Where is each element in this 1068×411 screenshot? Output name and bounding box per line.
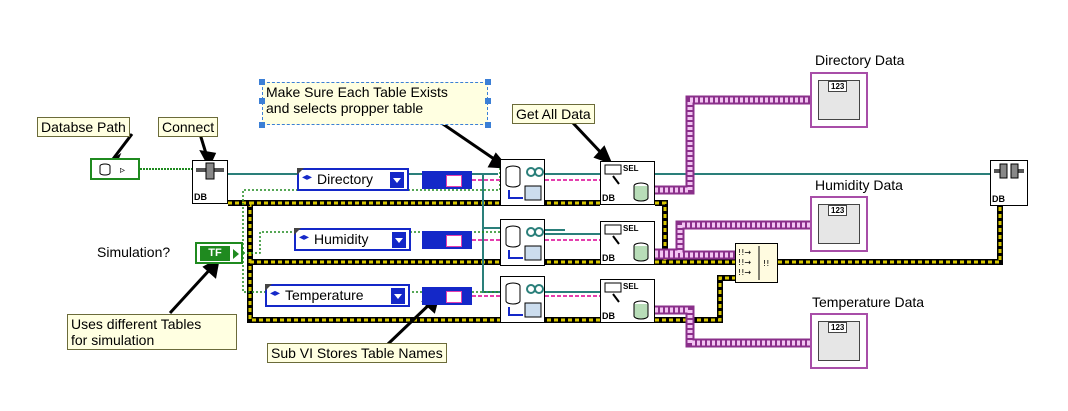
select-icon <box>604 224 649 262</box>
close-connection-vi[interactable]: DB <box>990 160 1028 206</box>
path-icon: ▹ <box>99 163 125 176</box>
simulation-label: Simulation? <box>97 244 171 260</box>
select-icon <box>604 164 649 202</box>
temperature-ring[interactable]: ◂▸ Temperature <box>265 284 410 307</box>
table-name-subvi-temperature[interactable] <box>422 287 472 305</box>
indicator-numeric-tag: 123 <box>828 205 848 216</box>
merge-errors-node[interactable]: !!→ !!→ !!→ !! <box>735 243 778 283</box>
directory-ring[interactable]: ◂▸ Directory <box>297 168 409 191</box>
directory-data-indicator[interactable]: 123 <box>810 72 868 128</box>
humidity-data-label: Humidity Data <box>815 177 903 193</box>
directory-ring-value: Directory <box>317 171 374 187</box>
simulation-boolean-control[interactable]: TF <box>195 242 243 264</box>
uses-tables-line-2: for simulation <box>71 332 155 348</box>
svg-text:!!: !! <box>763 259 769 268</box>
temperature-data-label: Temperature Data <box>812 294 925 310</box>
humidity-data-indicator[interactable]: 123 <box>810 196 868 252</box>
database-path-label: Databse Path <box>37 117 130 137</box>
database-table-icon <box>505 165 544 201</box>
dropdown-arrow-icon[interactable] <box>391 288 405 304</box>
table-exists-vi-humidity[interactable] <box>500 219 545 266</box>
humidity-ring[interactable]: ◂▸ Humidity <box>294 228 411 251</box>
svg-text:!!→: !!→ <box>738 248 751 257</box>
indicator-numeric-tag: 123 <box>828 322 848 333</box>
make-sure-line-2: and selects propper table <box>266 100 424 116</box>
database-table-icon <box>505 225 544 261</box>
connect-vi[interactable]: DB <box>192 160 228 204</box>
select-sel-tag: SEL <box>623 164 639 173</box>
cluster-wires <box>655 95 810 348</box>
temperature-ring-value: Temperature <box>285 287 364 303</box>
connect-label: Connect <box>158 117 219 137</box>
increment-icon[interactable]: ◂▸ <box>270 288 281 299</box>
get-all-data-label: Get All Data <box>512 104 595 124</box>
merge-errors-icon: !!→ !!→ !!→ !! <box>738 246 769 280</box>
boolean-tf-text: TF <box>200 246 230 261</box>
error-wires <box>228 200 1003 323</box>
temperature-data-indicator[interactable]: 123 <box>810 313 868 369</box>
connect-icon <box>196 162 224 180</box>
table-exists-vi-temperature[interactable] <box>500 276 545 323</box>
sub-vi-comment: Sub VI Stores Table Names <box>267 343 447 363</box>
select-db-tag: DB <box>602 311 615 321</box>
svg-text:▹: ▹ <box>120 165 125 176</box>
string-wires <box>472 179 600 297</box>
increment-icon[interactable]: ◂▸ <box>302 172 313 183</box>
make-sure-line-1: Make Sure Each Table Exists <box>266 84 448 100</box>
boolean-terminal-arrow <box>233 249 239 259</box>
make-sure-comment: Make Sure Each Table Exists and selects … <box>259 79 491 128</box>
humidity-ring-value: Humidity <box>314 231 369 247</box>
indicator-numeric-tag: 123 <box>828 81 848 92</box>
select-data-vi-temperature[interactable]: SEL DB <box>600 279 655 323</box>
table-exists-vi-directory[interactable] <box>500 159 545 206</box>
select-data-vi-directory[interactable]: SEL DB <box>600 161 655 205</box>
disconnect-icon <box>994 163 1024 179</box>
svg-text:!!→: !!→ <box>738 258 751 267</box>
dropdown-arrow-icon[interactable] <box>390 172 404 188</box>
table-name-subvi-directory[interactable] <box>422 171 472 189</box>
database-path-control[interactable]: ▹ <box>90 158 140 180</box>
connect-db-tag: DB <box>194 192 207 202</box>
select-sel-tag: SEL <box>623 224 639 233</box>
select-sel-tag: SEL <box>623 282 639 291</box>
close-db-tag: DB <box>992 194 1005 204</box>
table-name-subvi-humidity[interactable] <box>422 231 472 249</box>
directory-data-label: Directory Data <box>815 52 905 68</box>
reference-wires <box>228 173 990 293</box>
database-table-icon <box>505 282 544 318</box>
select-db-tag: DB <box>602 193 615 203</box>
dropdown-arrow-icon[interactable] <box>392 232 406 248</box>
select-data-vi-humidity[interactable]: SEL DB <box>600 221 655 265</box>
select-db-tag: DB <box>602 253 615 263</box>
increment-icon[interactable]: ◂▸ <box>299 232 310 243</box>
svg-text:!!→: !!→ <box>738 268 751 277</box>
uses-tables-line-1: Uses different Tables <box>71 316 202 332</box>
select-icon <box>604 282 649 320</box>
uses-tables-comment: Uses different Tables for simulation <box>67 314 237 350</box>
